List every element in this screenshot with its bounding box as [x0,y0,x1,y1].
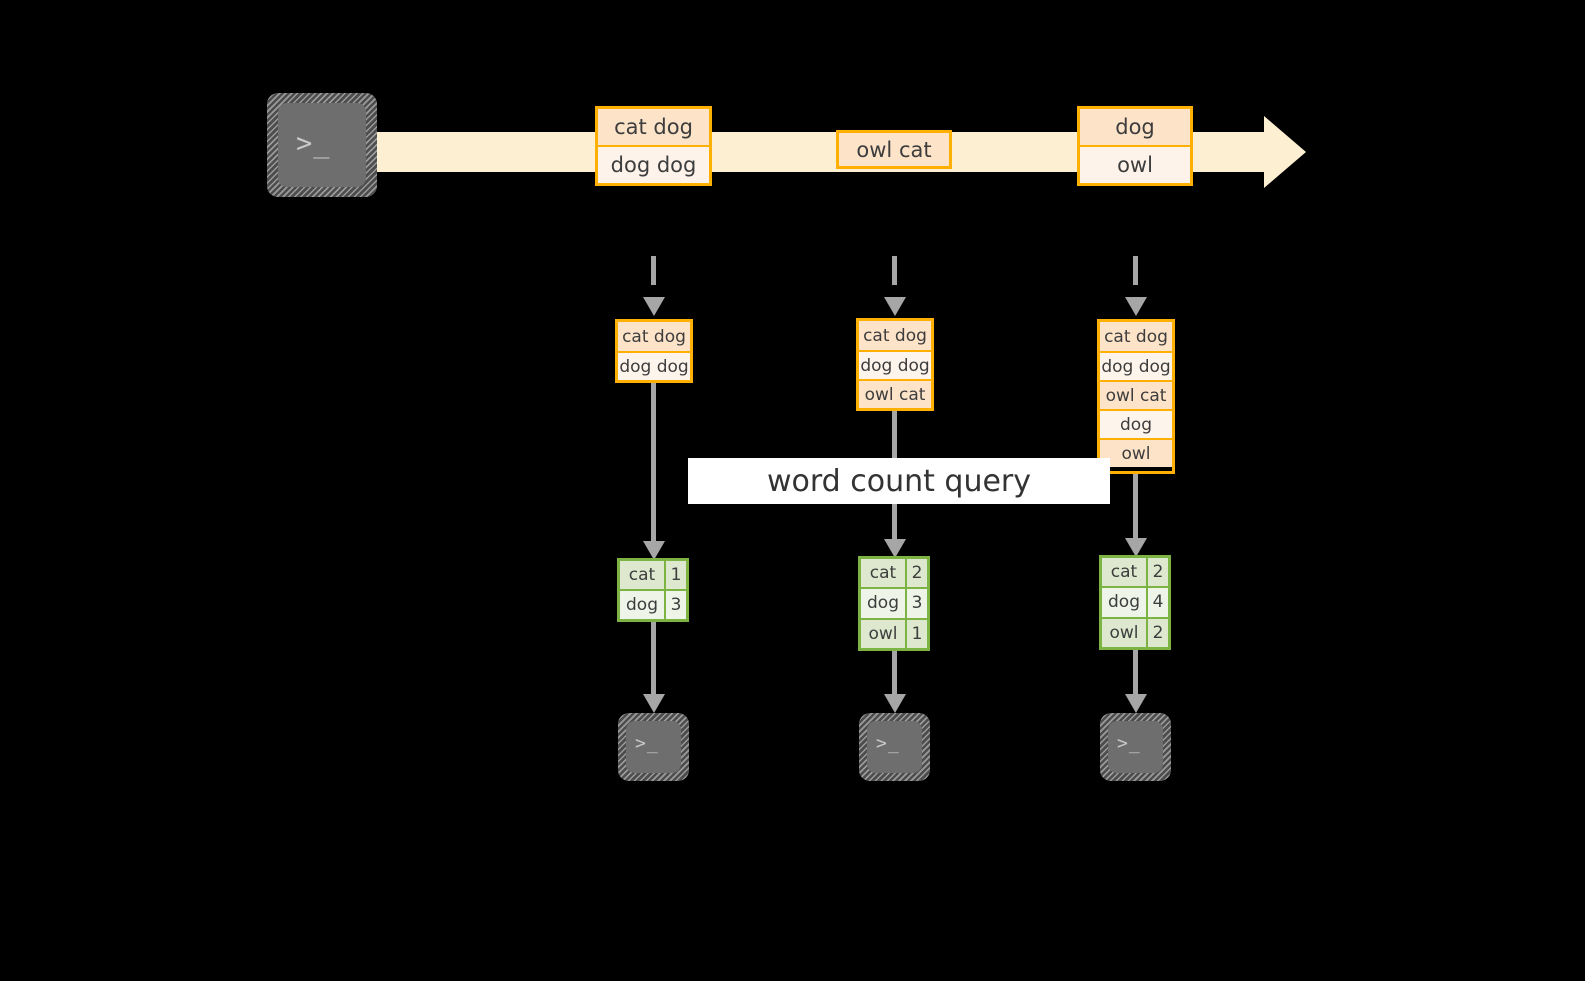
result-table-1: cat 1 dog 3 [617,558,689,622]
inbox-stack-2: cat dog dog dog owl cat [856,318,934,411]
stream-message-line: dog dog [598,145,709,183]
inbox-stack-1: cat dog dog dog [615,319,693,383]
sink-terminal-1: >_ [618,713,689,781]
snapshot-tap-line-1 [651,256,656,306]
result-row: cat 2 [861,559,927,588]
snapshot-tap-arrow-3 [1125,297,1147,316]
query-flow-arrow-1 [643,541,665,560]
query-flow-arrow-3 [1125,538,1147,557]
result-word-cell: dog [1102,588,1146,617]
source-terminal-icon: >_ [267,93,377,197]
result-row: owl 2 [1102,616,1168,647]
stream-message-line: cat dog [598,109,709,145]
result-row: owl 1 [861,617,927,648]
stream-arrowhead [1264,116,1306,188]
result-word-cell: cat [620,561,664,589]
inbox-stack-row: owl cat [1100,380,1172,409]
result-count-cell: 1 [905,619,927,648]
result-table-3: cat 2 dog 4 owl 2 [1099,555,1171,650]
result-count-cell: 2 [1146,558,1168,587]
sink-terminal-3: >_ [1100,713,1171,781]
result-row: dog 3 [861,587,927,618]
terminal-face [278,103,366,187]
query-flow-line-1 [651,383,656,551]
result-row: cat 2 [1102,558,1168,587]
result-word-cell: owl [1102,618,1146,647]
terminal-prompt-glyph: >_ [296,128,331,159]
snapshot-tap-arrow-1 [643,297,665,316]
stream-message-1: cat dog dog dog [595,106,712,186]
query-flow-arrow-2 [884,539,906,558]
result-word-cell: dog [861,589,905,618]
inbox-stack-row: dog dog [1100,351,1172,380]
sink-flow-line-2 [892,651,897,696]
sink-terminal-2: >_ [859,713,930,781]
terminal-face [1108,721,1163,773]
stream-band-segment-1 [366,132,1192,172]
result-row: dog 3 [620,589,686,619]
terminal-prompt-glyph: >_ [635,733,659,754]
inbox-stack-row: dog dog [859,350,931,379]
inbox-stack-row: owl [1100,438,1172,467]
terminal-face [867,721,922,773]
result-count-cell: 1 [664,561,686,589]
sink-flow-line-1 [651,622,656,696]
result-word-cell: dog [620,591,664,619]
result-table-2: cat 2 dog 3 owl 1 [858,556,930,651]
result-word-cell: cat [1102,558,1146,587]
inbox-stack-row: cat dog [859,321,931,350]
terminal-prompt-glyph: >_ [1117,733,1141,754]
inbox-stack-row: cat dog [1100,322,1172,351]
result-word-cell: owl [861,619,905,648]
result-word-cell: cat [861,559,905,588]
result-count-cell: 2 [1146,618,1168,647]
snapshot-tap-line-3 [1133,256,1138,306]
terminal-prompt-glyph: >_ [876,733,900,754]
result-count-cell: 4 [1146,588,1168,617]
snapshot-tap-arrow-2 [884,297,906,316]
result-row: cat 1 [620,561,686,589]
stream-message-line: owl [1080,145,1190,183]
result-count-cell: 2 [905,559,927,588]
result-count-cell: 3 [664,591,686,619]
stream-message-2: owl cat [836,130,952,169]
stream-message-line: owl cat [839,133,949,166]
sink-flow-line-3 [1133,650,1138,696]
sink-flow-arrow-1 [643,694,665,713]
inbox-stack-row: cat dog [618,322,690,351]
result-count-cell: 3 [905,589,927,618]
inbox-stack-row: dog dog [618,351,690,380]
stream-band-segment-2 [1192,132,1266,172]
inbox-stack-3: cat dog dog dog owl cat dog owl [1097,319,1175,474]
terminal-face [626,721,681,773]
result-row: dog 4 [1102,586,1168,617]
sink-flow-arrow-2 [884,694,906,713]
snapshot-tap-line-2 [892,256,897,306]
inbox-stack-row: owl cat [859,379,931,408]
query-flow-line-3 [1133,474,1138,549]
inbox-stack-row: dog [1100,409,1172,438]
stream-message-3: dog owl [1077,106,1193,186]
query-label: word count query [688,458,1110,504]
sink-flow-arrow-3 [1125,694,1147,713]
stream-message-line: dog [1080,109,1190,145]
